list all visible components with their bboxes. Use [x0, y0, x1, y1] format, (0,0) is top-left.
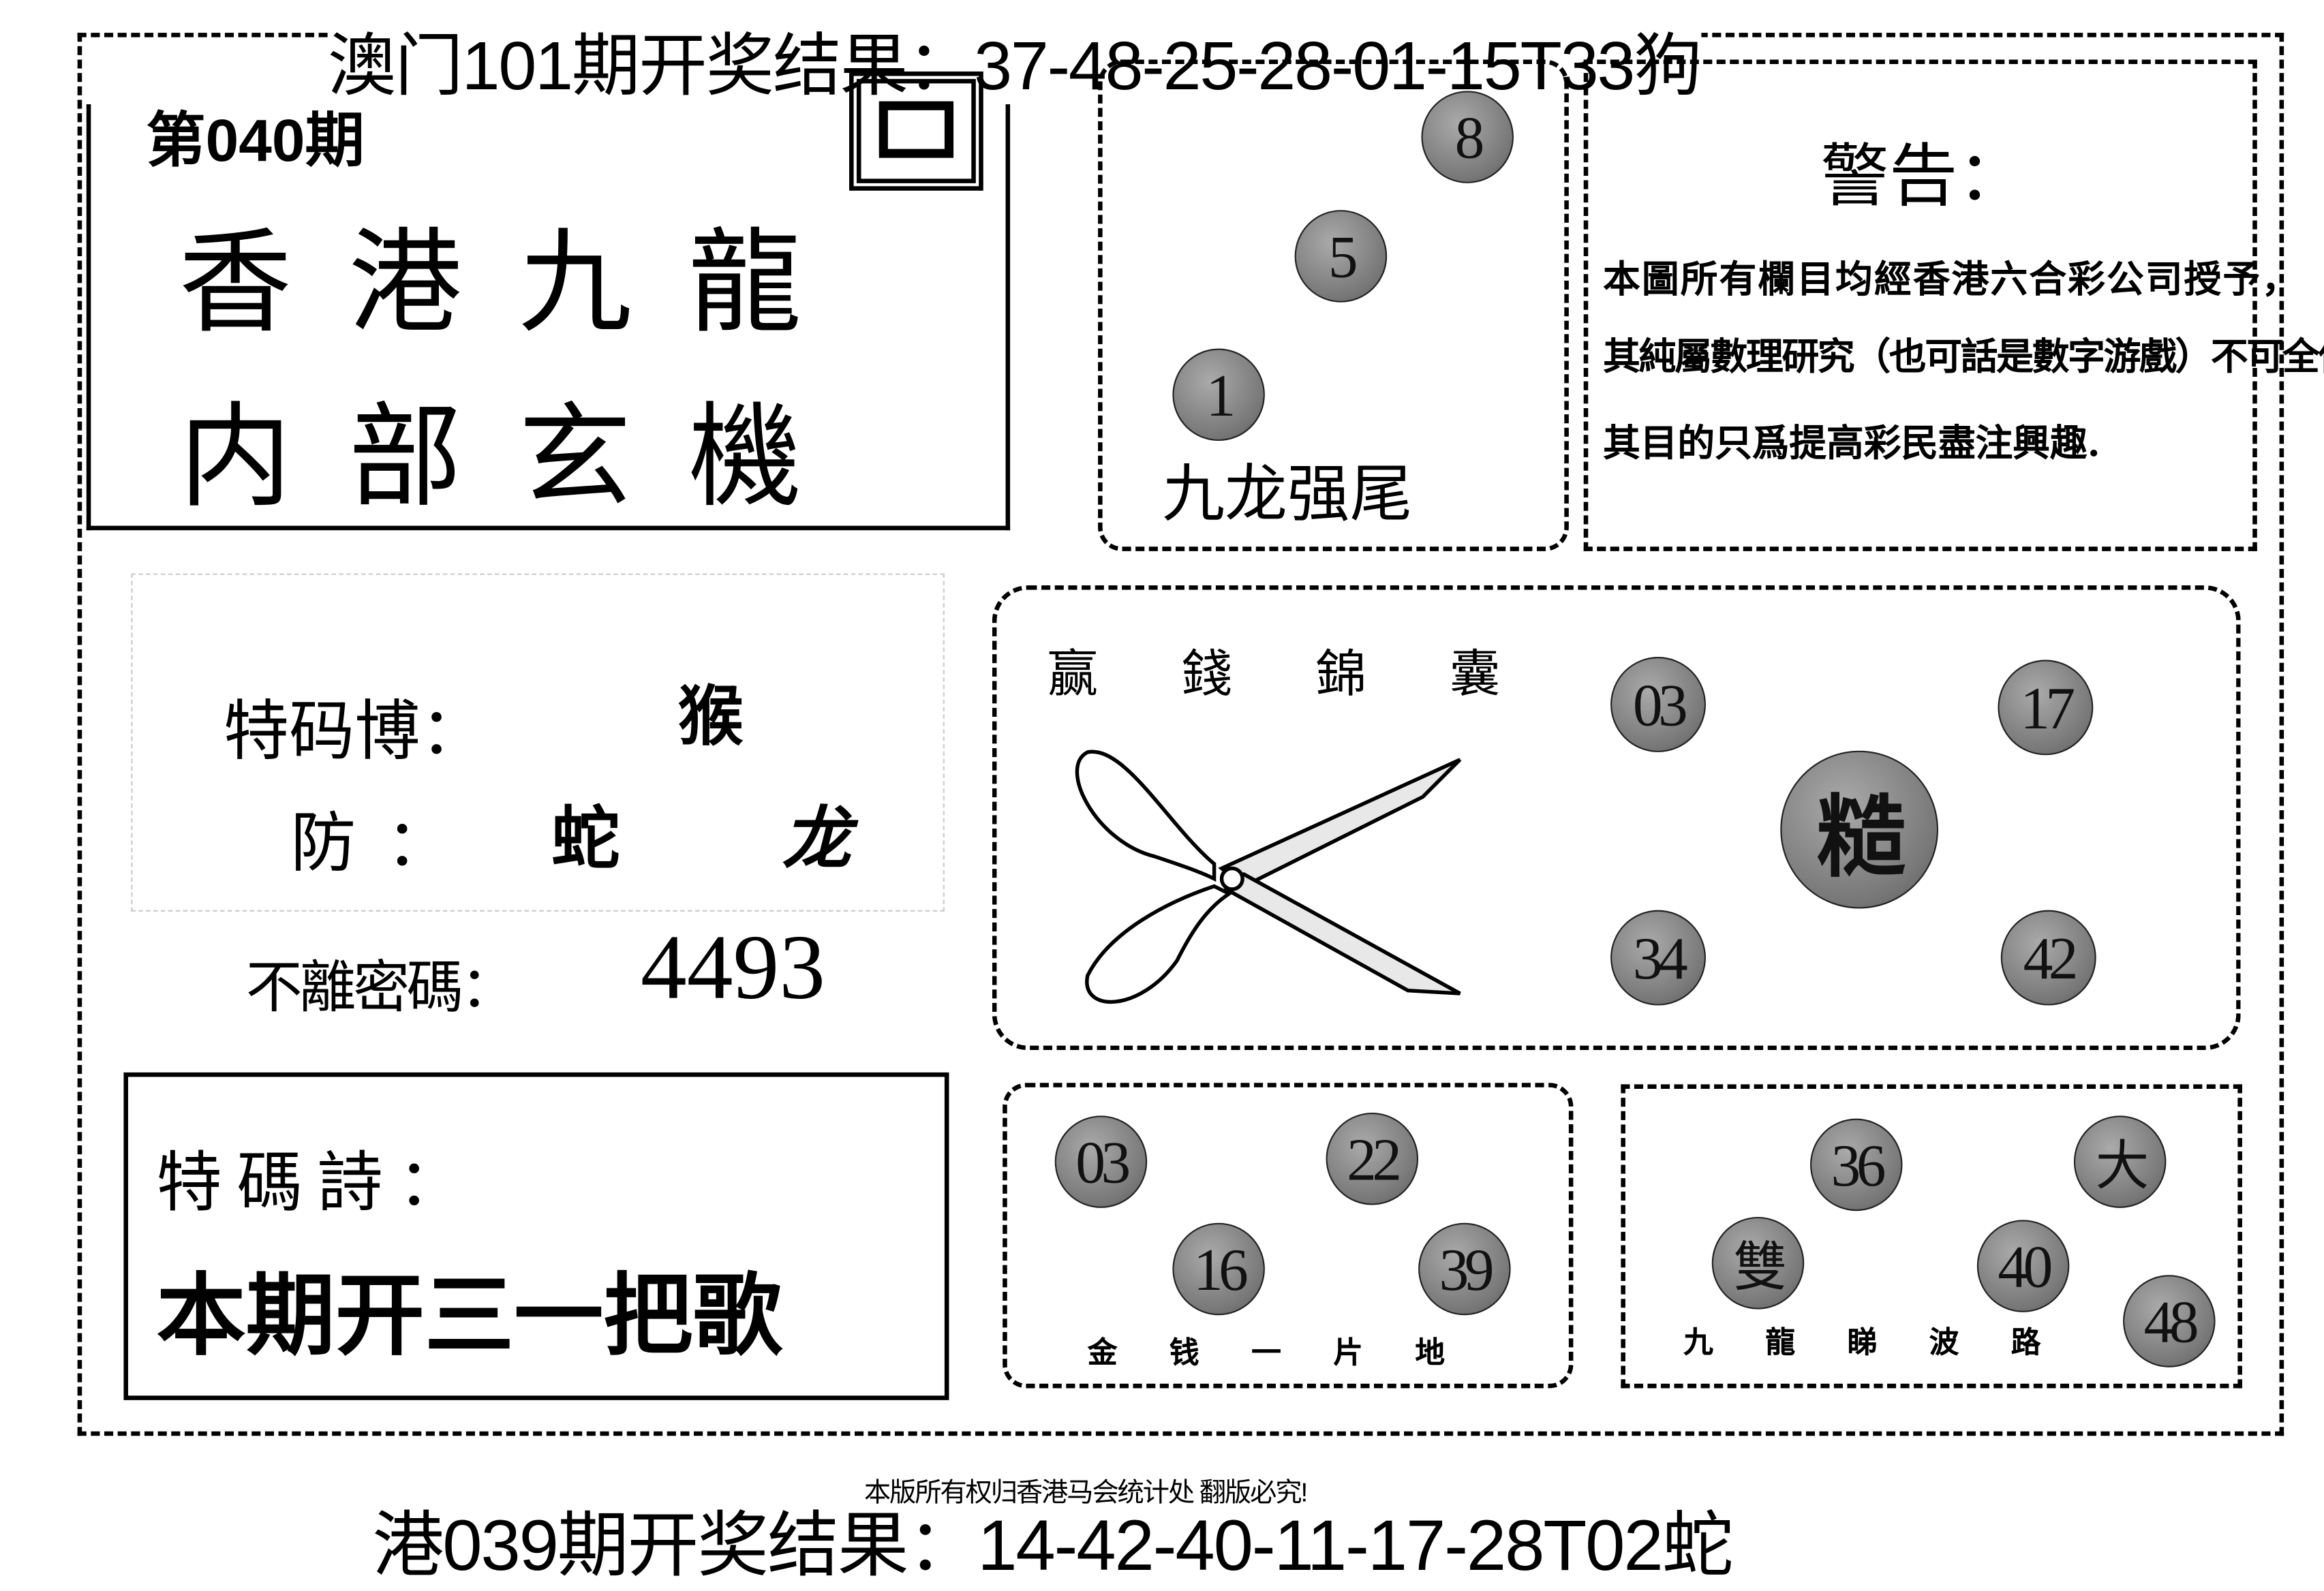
warning-line: 其目的只爲提高彩民盡注興趣. [1603, 421, 2100, 465]
ball: 42 [2000, 910, 2096, 1006]
special-fang-label: 防： [290, 807, 482, 880]
logo-icon [849, 71, 983, 191]
ball: 40 [1976, 1220, 2070, 1312]
ball-road-label: 九 龍 睇 波 路 [1683, 1324, 2062, 1360]
copyright-notice: 本版所有权归香港马会统计处 翻版必究! [863, 1477, 1308, 1508]
ball: 34 [1610, 910, 1706, 1006]
warning-line: 本圖所有欄目均經香港六合彩公司授予， [1603, 258, 2301, 301]
issue-box [86, 104, 1011, 531]
issue-number: 第040期 [146, 108, 365, 174]
strong-tail-label: 九龙强尾 [1162, 457, 1413, 531]
strong-tail-box [1098, 59, 1569, 551]
special-bo-label: 特码博： [223, 695, 486, 769]
warning-line: 其純屬數理研究（也可話是數字游戲）不可全信 [1603, 335, 2324, 379]
ball: 16 [1172, 1222, 1265, 1316]
title-line-2: 内部玄機 [179, 390, 859, 523]
ball: 22 [1326, 1112, 1419, 1205]
ball: 36 [1809, 1118, 1903, 1211]
poem-label: 特碼詩： [156, 1147, 478, 1220]
scissors-icon [1075, 750, 1462, 1004]
ball: 17 [1998, 660, 2094, 756]
hk-result-footer: 港039期开奖结果：14-42-40-11-17-28T02蛇 [372, 1507, 1734, 1587]
ball: 大 [2073, 1115, 2167, 1208]
gold-box [1003, 1083, 1574, 1389]
ball: 1 [1172, 348, 1265, 442]
ball: 39 [1418, 1222, 1511, 1316]
tips-label: 赢 [1047, 645, 1099, 705]
ball-road-box [1621, 1084, 2242, 1389]
ball: 03 [1054, 1115, 1148, 1208]
special-fang-value: 龙 [782, 798, 851, 879]
tips-label: 囊 [1449, 645, 1501, 705]
title-line-1: 香港九龍 [179, 215, 859, 349]
poem-box [123, 1072, 949, 1400]
special-bo-value: 猴 [677, 679, 744, 756]
ball: 糙 [1780, 750, 1938, 909]
tips-label: 錢 [1181, 645, 1232, 705]
ball: 雙 [1711, 1216, 1805, 1310]
warning-title: 警告： [1820, 135, 2026, 216]
special-code-label: 不離密碼： [245, 957, 517, 1021]
special-fang-value: 蛇 [551, 798, 620, 879]
tips-box [992, 585, 2241, 1051]
special-code-value: 4493 [640, 917, 826, 1019]
ball: 03 [1610, 657, 1706, 752]
ball: 5 [1294, 210, 1388, 303]
poem-text: 本期开三一把歌 [156, 1264, 782, 1369]
ball: 8 [1421, 91, 1514, 183]
special-panel [131, 573, 945, 912]
tips-label: 錦 [1315, 645, 1366, 705]
warning-box [1583, 59, 2257, 551]
ball: 48 [2123, 1275, 2216, 1368]
gold-label: 金 钱 一 片 地 [1087, 1334, 1466, 1371]
